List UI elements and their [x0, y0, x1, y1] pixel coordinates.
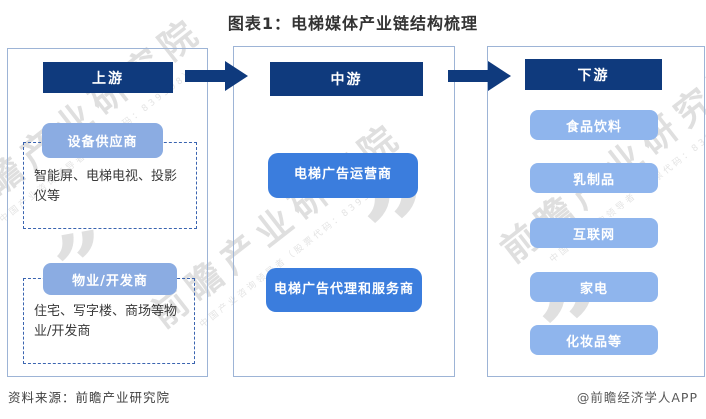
flow-arrow-upstream-to-midstream	[185, 61, 248, 91]
column-midstream	[233, 46, 455, 377]
downstream-box-food-beverage: 食品饮料	[530, 110, 658, 140]
upstream-property-desc: 住宅、写字楼、商场等物业/开发商	[34, 304, 178, 340]
downstream-box-home-appliance: 家电	[530, 272, 658, 302]
flow-arrow-midstream-to-downstream	[448, 61, 511, 91]
page-title: 图表1：电梯媒体产业链结构梳理	[227, 14, 479, 33]
header-upstream: 上游	[43, 62, 173, 93]
upstream-property-label: 物业/开发商	[43, 263, 177, 295]
downstream-box-cosmetics: 化妆品等	[530, 325, 658, 355]
upstream-suppliers-desc: 智能屏、电梯电视、投影仪等	[34, 169, 178, 205]
app-credit: @前瞻经济学人APP	[576, 390, 698, 405]
column-upstream	[7, 48, 208, 377]
column-downstream	[487, 46, 705, 377]
header-downstream: 下游	[525, 59, 662, 90]
header-midstream: 中游	[270, 62, 423, 96]
midstream-operator-box: 电梯广告运营商	[268, 153, 418, 198]
source-note: 资料来源：前瞻产业研究院	[8, 390, 171, 405]
downstream-box-internet: 互联网	[530, 218, 658, 248]
upstream-suppliers-label: 设备供应商	[42, 123, 163, 158]
midstream-agency-box: 电梯广告代理和服务商	[266, 268, 422, 312]
downstream-box-dairy: 乳制品	[530, 163, 658, 193]
